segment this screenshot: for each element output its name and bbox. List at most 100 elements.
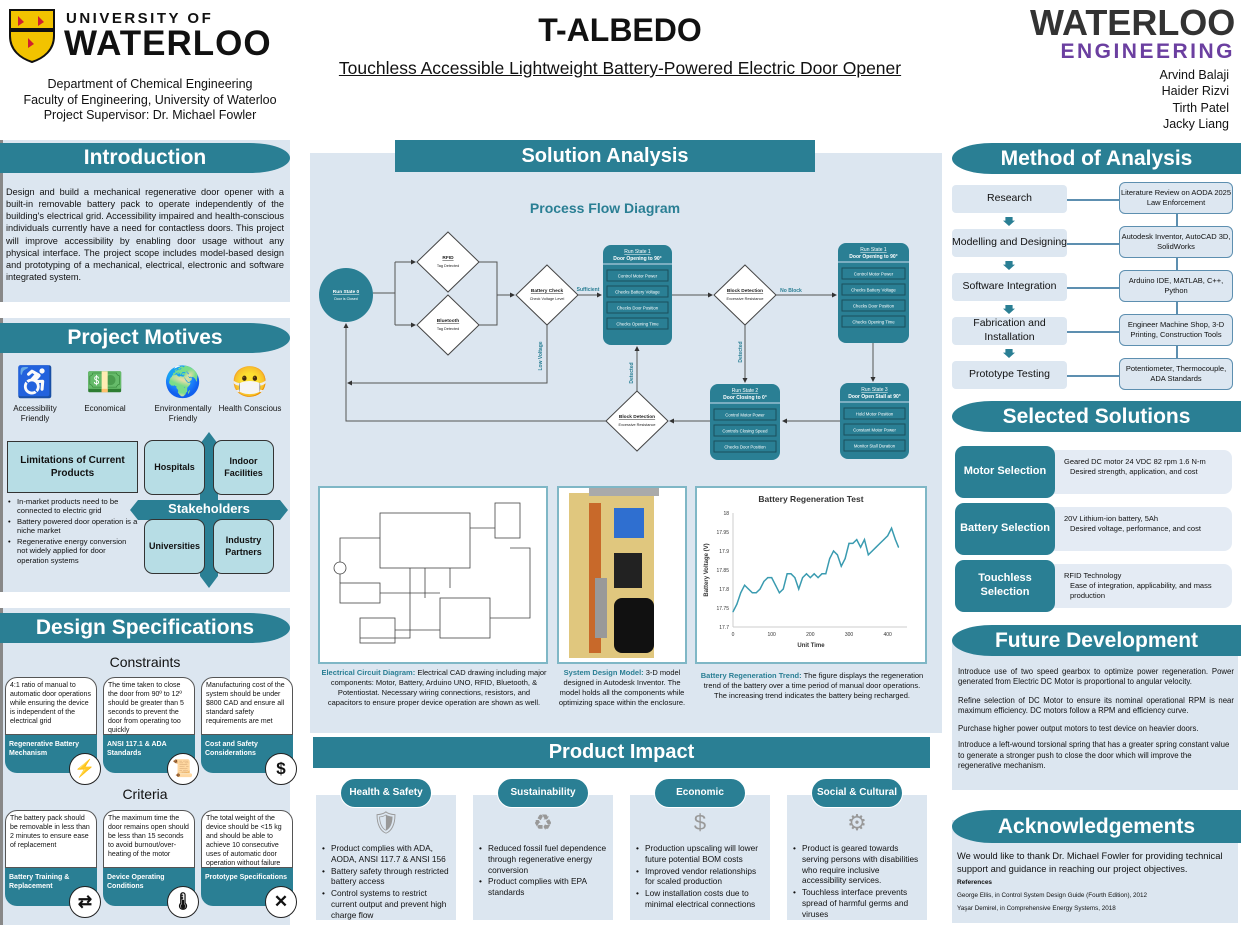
department-info: Department of Chemical Engineering Facul…	[0, 77, 300, 124]
process-flow-title: Process Flow Diagram	[529, 200, 681, 216]
data-point	[747, 588, 750, 590]
data-point	[786, 573, 788, 575]
solution-main: 20V Lithium-ion battery, 5Ah	[1064, 514, 1159, 523]
caption-body: 3-D model designed in Autodesk Inventor.…	[558, 668, 686, 708]
model-caption: System Design Model: 3-D model designed …	[556, 668, 688, 709]
run-state-item-box	[843, 423, 906, 436]
uw-crest-icon	[9, 9, 55, 64]
data-point	[836, 554, 838, 556]
block-detection-decision	[713, 264, 777, 326]
spec-card: The total weight of the device should be…	[201, 810, 297, 918]
data-point	[890, 527, 893, 529]
x-axis-label: Unit Time	[797, 643, 825, 649]
decision-title: Bluetooth	[437, 318, 459, 324]
waterloo-engineering-logo: WATERLOO ENGINEERING	[1030, 5, 1235, 63]
run-state-sub: Door Opening to 90°	[613, 256, 661, 262]
stakeholder-indoor-facilities: Indoor Facilities	[213, 440, 274, 495]
sufficient-label: Sufficient	[577, 287, 600, 293]
data-point	[778, 592, 780, 594]
run-state-item-box	[606, 285, 669, 298]
future-item: Introduce a left-wound torsional spring …	[958, 740, 1230, 770]
author: Haider Rizvi	[1161, 84, 1229, 99]
motive-label: Accessibility Friendly	[13, 404, 57, 424]
run-state-item: Checks Opening Time	[616, 322, 659, 327]
data-point	[755, 592, 757, 594]
y-tick-label: 17.9	[719, 549, 729, 555]
data-point	[774, 584, 777, 586]
run-state-title: Run State 0	[333, 289, 360, 295]
impact-item: Reduced fossil fuel dependence through r…	[479, 843, 607, 875]
run-state-item: Checks Door Position	[724, 445, 766, 450]
data-point	[875, 546, 877, 548]
decision-title: Block Detection	[727, 288, 763, 294]
dollar-icon: $	[265, 753, 297, 785]
run-state-item: Hold Motor Position	[856, 412, 894, 417]
impact-item: Control systems to restrict current outp…	[322, 888, 450, 920]
x-tick-label: 200	[806, 632, 815, 638]
shield-check-icon: 🛡	[372, 810, 400, 835]
3d-model-image	[569, 488, 659, 658]
data-point	[802, 577, 804, 579]
project-motives-header: Project Motives	[0, 323, 290, 353]
data-point	[817, 577, 819, 579]
author: Tirth Patel	[1172, 100, 1229, 115]
method-tools: Potentiometer, Thermocouple, ADA Standar…	[1119, 358, 1233, 390]
voltage-series-line	[732, 526, 900, 613]
down-arrow-icon	[1003, 305, 1015, 314]
impact-card: Product complies with ADA, AODA, ANSI 11…	[316, 795, 456, 920]
impact-title: Sustainability	[497, 778, 589, 808]
introduction-header: Introduction	[0, 143, 290, 173]
future-item: Refine selection of DC Motor to ensure i…	[958, 695, 1234, 715]
motive-label: Economical	[84, 404, 126, 413]
flow-connector	[347, 325, 548, 386]
impact-item: Battery safety through restricted batter…	[322, 866, 450, 888]
run-state-item: Monitor Stall Duration	[854, 444, 896, 449]
battery-charging-icon: ⚡	[69, 753, 101, 785]
detected-label: Detected	[629, 362, 635, 383]
decision-sub: Excessive Resistance	[619, 423, 656, 427]
down-arrow-icon	[1003, 261, 1015, 270]
replace-icon: ⇄	[69, 886, 101, 918]
data-point	[863, 539, 866, 541]
run-state-item-box	[606, 269, 669, 282]
impact-item: Production upscaling will lower future p…	[636, 843, 764, 865]
motive-accessibility: ♿Accessibility Friendly	[0, 362, 70, 425]
impact-list: Production upscaling will lower future p…	[636, 843, 764, 910]
author: Arvind Balaji	[1159, 68, 1229, 82]
run-state-item-box	[841, 299, 906, 312]
solution-sub: Desired strength, application, and cost	[1070, 467, 1198, 477]
recycle-icon: ♻	[533, 810, 553, 835]
decision-sub: Tag Detected	[437, 327, 459, 331]
reference-item: Yaşar Demirel, in Comprehensive Energy S…	[957, 905, 1116, 912]
eng-logo-bottom: ENGINEERING	[1060, 40, 1235, 63]
spec-card: Manufacturing cost of the system should …	[201, 677, 297, 785]
solution-main: Geared DC motor 24 VDC 82 rpm 1.6 N-m	[1064, 457, 1206, 466]
spec-text: Manufacturing cost of the system should …	[201, 677, 293, 735]
references-title: References	[957, 879, 993, 886]
impact-list: Product complies with ADA, AODA, ANSI 11…	[322, 843, 450, 920]
stakeholders-title: Stakeholders	[168, 501, 250, 516]
impact-item: Product complies with EPA standards	[479, 876, 607, 898]
face-mask-icon: 😷	[231, 366, 269, 399]
selected-solutions-header: Selected Solutions	[952, 401, 1241, 432]
data-point	[763, 580, 765, 582]
ack-header: Acknowledgements	[952, 810, 1241, 843]
solution-main: RFID Technology	[1064, 571, 1122, 580]
data-point	[751, 592, 753, 594]
spec-card: 4:1 ratio of manual to automatic door op…	[5, 677, 101, 785]
run-state-item: Constant Motor Power	[853, 428, 896, 433]
solution-label: Battery Selection	[955, 503, 1055, 555]
run-state-item: Controls Closing Speed	[722, 429, 768, 434]
data-point	[879, 542, 881, 544]
run-state-item: Checks Door Position	[853, 304, 895, 309]
spec-card: The battery pack should be removable in …	[5, 810, 101, 918]
method-connector	[1067, 287, 1119, 289]
method-step: Prototype Testing	[952, 361, 1067, 389]
impact-item: Product is geared towards serving person…	[793, 843, 921, 886]
spec-text: 4:1 ratio of manual to automatic door op…	[5, 677, 97, 735]
method-step: Software Integration	[952, 273, 1067, 301]
network-icon: ⚙	[847, 810, 867, 835]
rfid-decision	[416, 231, 480, 293]
impact-item: Touchless interface prevents spread of h…	[793, 887, 921, 919]
